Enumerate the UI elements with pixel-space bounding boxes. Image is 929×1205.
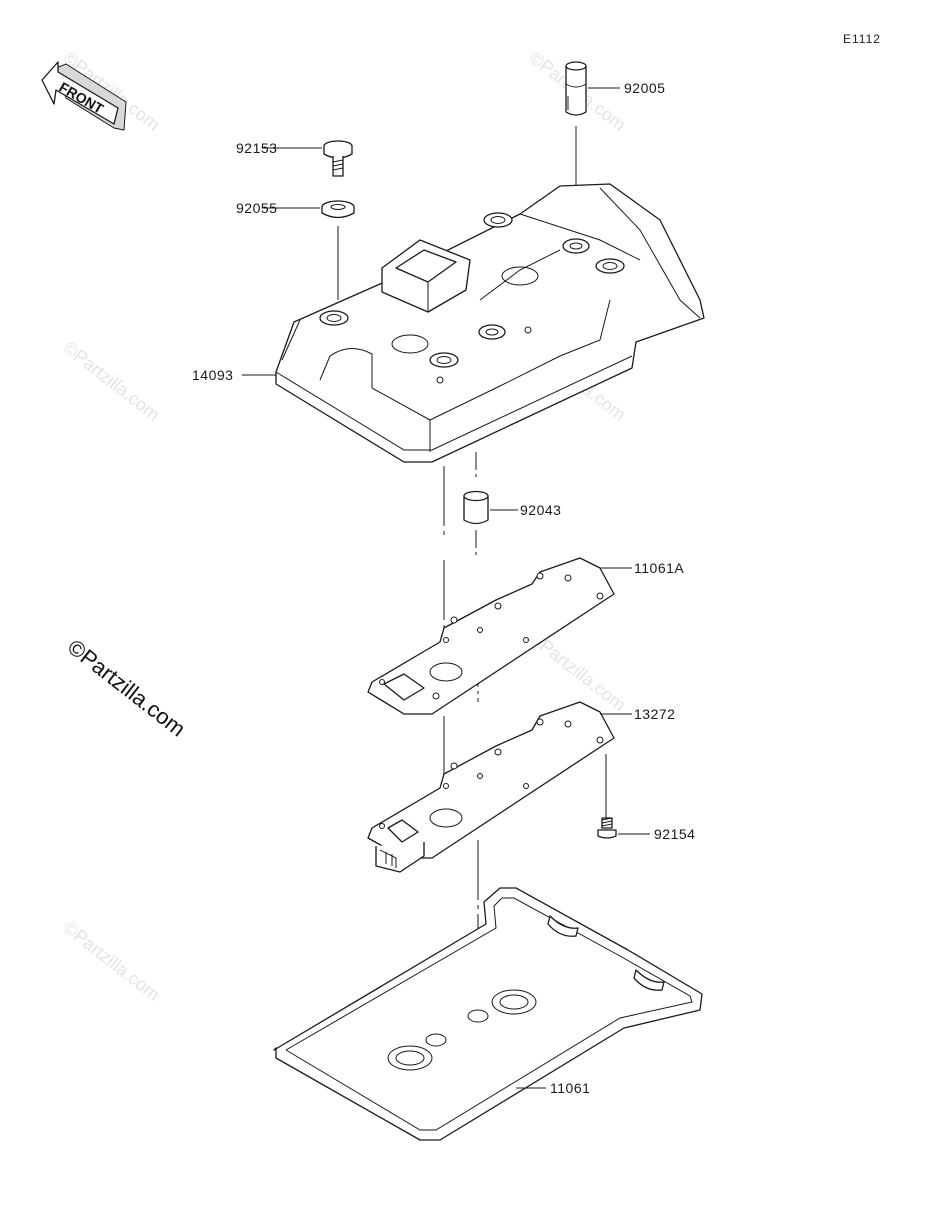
part-92055-grommet (321, 200, 355, 219)
part-92154-bolt (597, 817, 617, 839)
front-arrow-icon: FRONT (41, 61, 127, 131)
part-14093-head-cover (275, 183, 705, 463)
part-number-92153[interactable]: 92153 (236, 140, 277, 156)
part-11061-gasket (273, 887, 703, 1141)
part-number-14093[interactable]: 14093 (192, 367, 233, 383)
part-number-11061[interactable]: 11061 (550, 1080, 590, 1096)
part-92005-sleeve (565, 61, 587, 116)
watermarks: ©Partzilla.com ©Partzilla.com ©Partzilla… (60, 47, 630, 1004)
diagram-code: E1112 (843, 32, 881, 46)
part-number-92005[interactable]: 92005 (624, 80, 665, 96)
part-number-13272[interactable]: 13272 (634, 706, 675, 722)
part-13272-plate (367, 701, 615, 873)
watermark: ©Partzilla.com (60, 917, 164, 1004)
part-92043-dowel (463, 490, 489, 525)
part-number-92154[interactable]: 92154 (654, 826, 695, 842)
watermark: ©Partzilla.com (60, 337, 164, 424)
partzilla-watermark: ©Partzilla.com (63, 634, 190, 741)
part-number-92043[interactable]: 92043 (520, 502, 561, 518)
part-number-92055[interactable]: 92055 (236, 200, 277, 216)
part-11061A-gasket (367, 557, 615, 715)
part-number-11061A[interactable]: 11061A (634, 560, 684, 576)
part-92153-bolt (323, 140, 353, 177)
